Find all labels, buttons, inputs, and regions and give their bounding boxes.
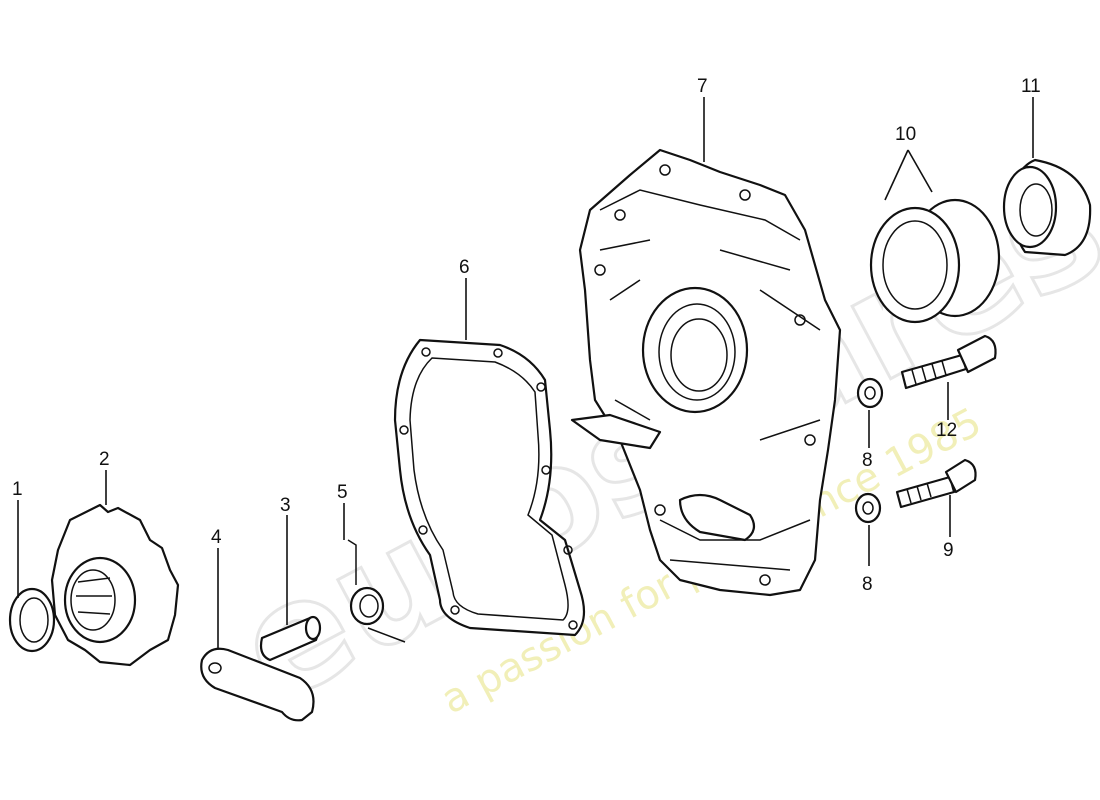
part-2-gear-hub	[50, 503, 180, 667]
callout-12: 12	[936, 420, 957, 441]
callout-4: 4	[211, 527, 222, 548]
callout-3: 3	[280, 495, 291, 516]
part-8-washer-lower	[854, 492, 882, 524]
callout-10: 10	[895, 124, 916, 145]
part-6-gasket	[393, 338, 586, 637]
part-7-housing-cover	[570, 148, 842, 597]
callout-11: 11	[1021, 76, 1041, 97]
part-9-bolt	[895, 458, 977, 509]
callout-8-lower: 8	[862, 574, 873, 595]
callout-5: 5	[337, 482, 348, 503]
part-11-bearing-ring	[1002, 158, 1092, 257]
part-5-spring-clip	[347, 539, 406, 643]
part-3-pin	[259, 615, 322, 662]
callout-labels: 1 2 3 4 5 6 7 8 8 9 10 11 12	[12, 76, 1041, 595]
part-8-washer-upper	[856, 377, 884, 409]
callout-9: 9	[943, 540, 954, 561]
callout-6: 6	[459, 257, 470, 278]
callout-8-upper: 8	[862, 450, 873, 471]
callout-7: 7	[697, 76, 708, 97]
part-1-seal-ring	[8, 587, 56, 653]
part-10-radial-seal	[869, 198, 1001, 324]
leader-lines	[17, 97, 1034, 648]
callout-1: 1	[12, 479, 23, 500]
callout-2: 2	[99, 449, 110, 470]
part-12-bolt	[900, 334, 997, 390]
part-4-lever	[200, 647, 315, 722]
